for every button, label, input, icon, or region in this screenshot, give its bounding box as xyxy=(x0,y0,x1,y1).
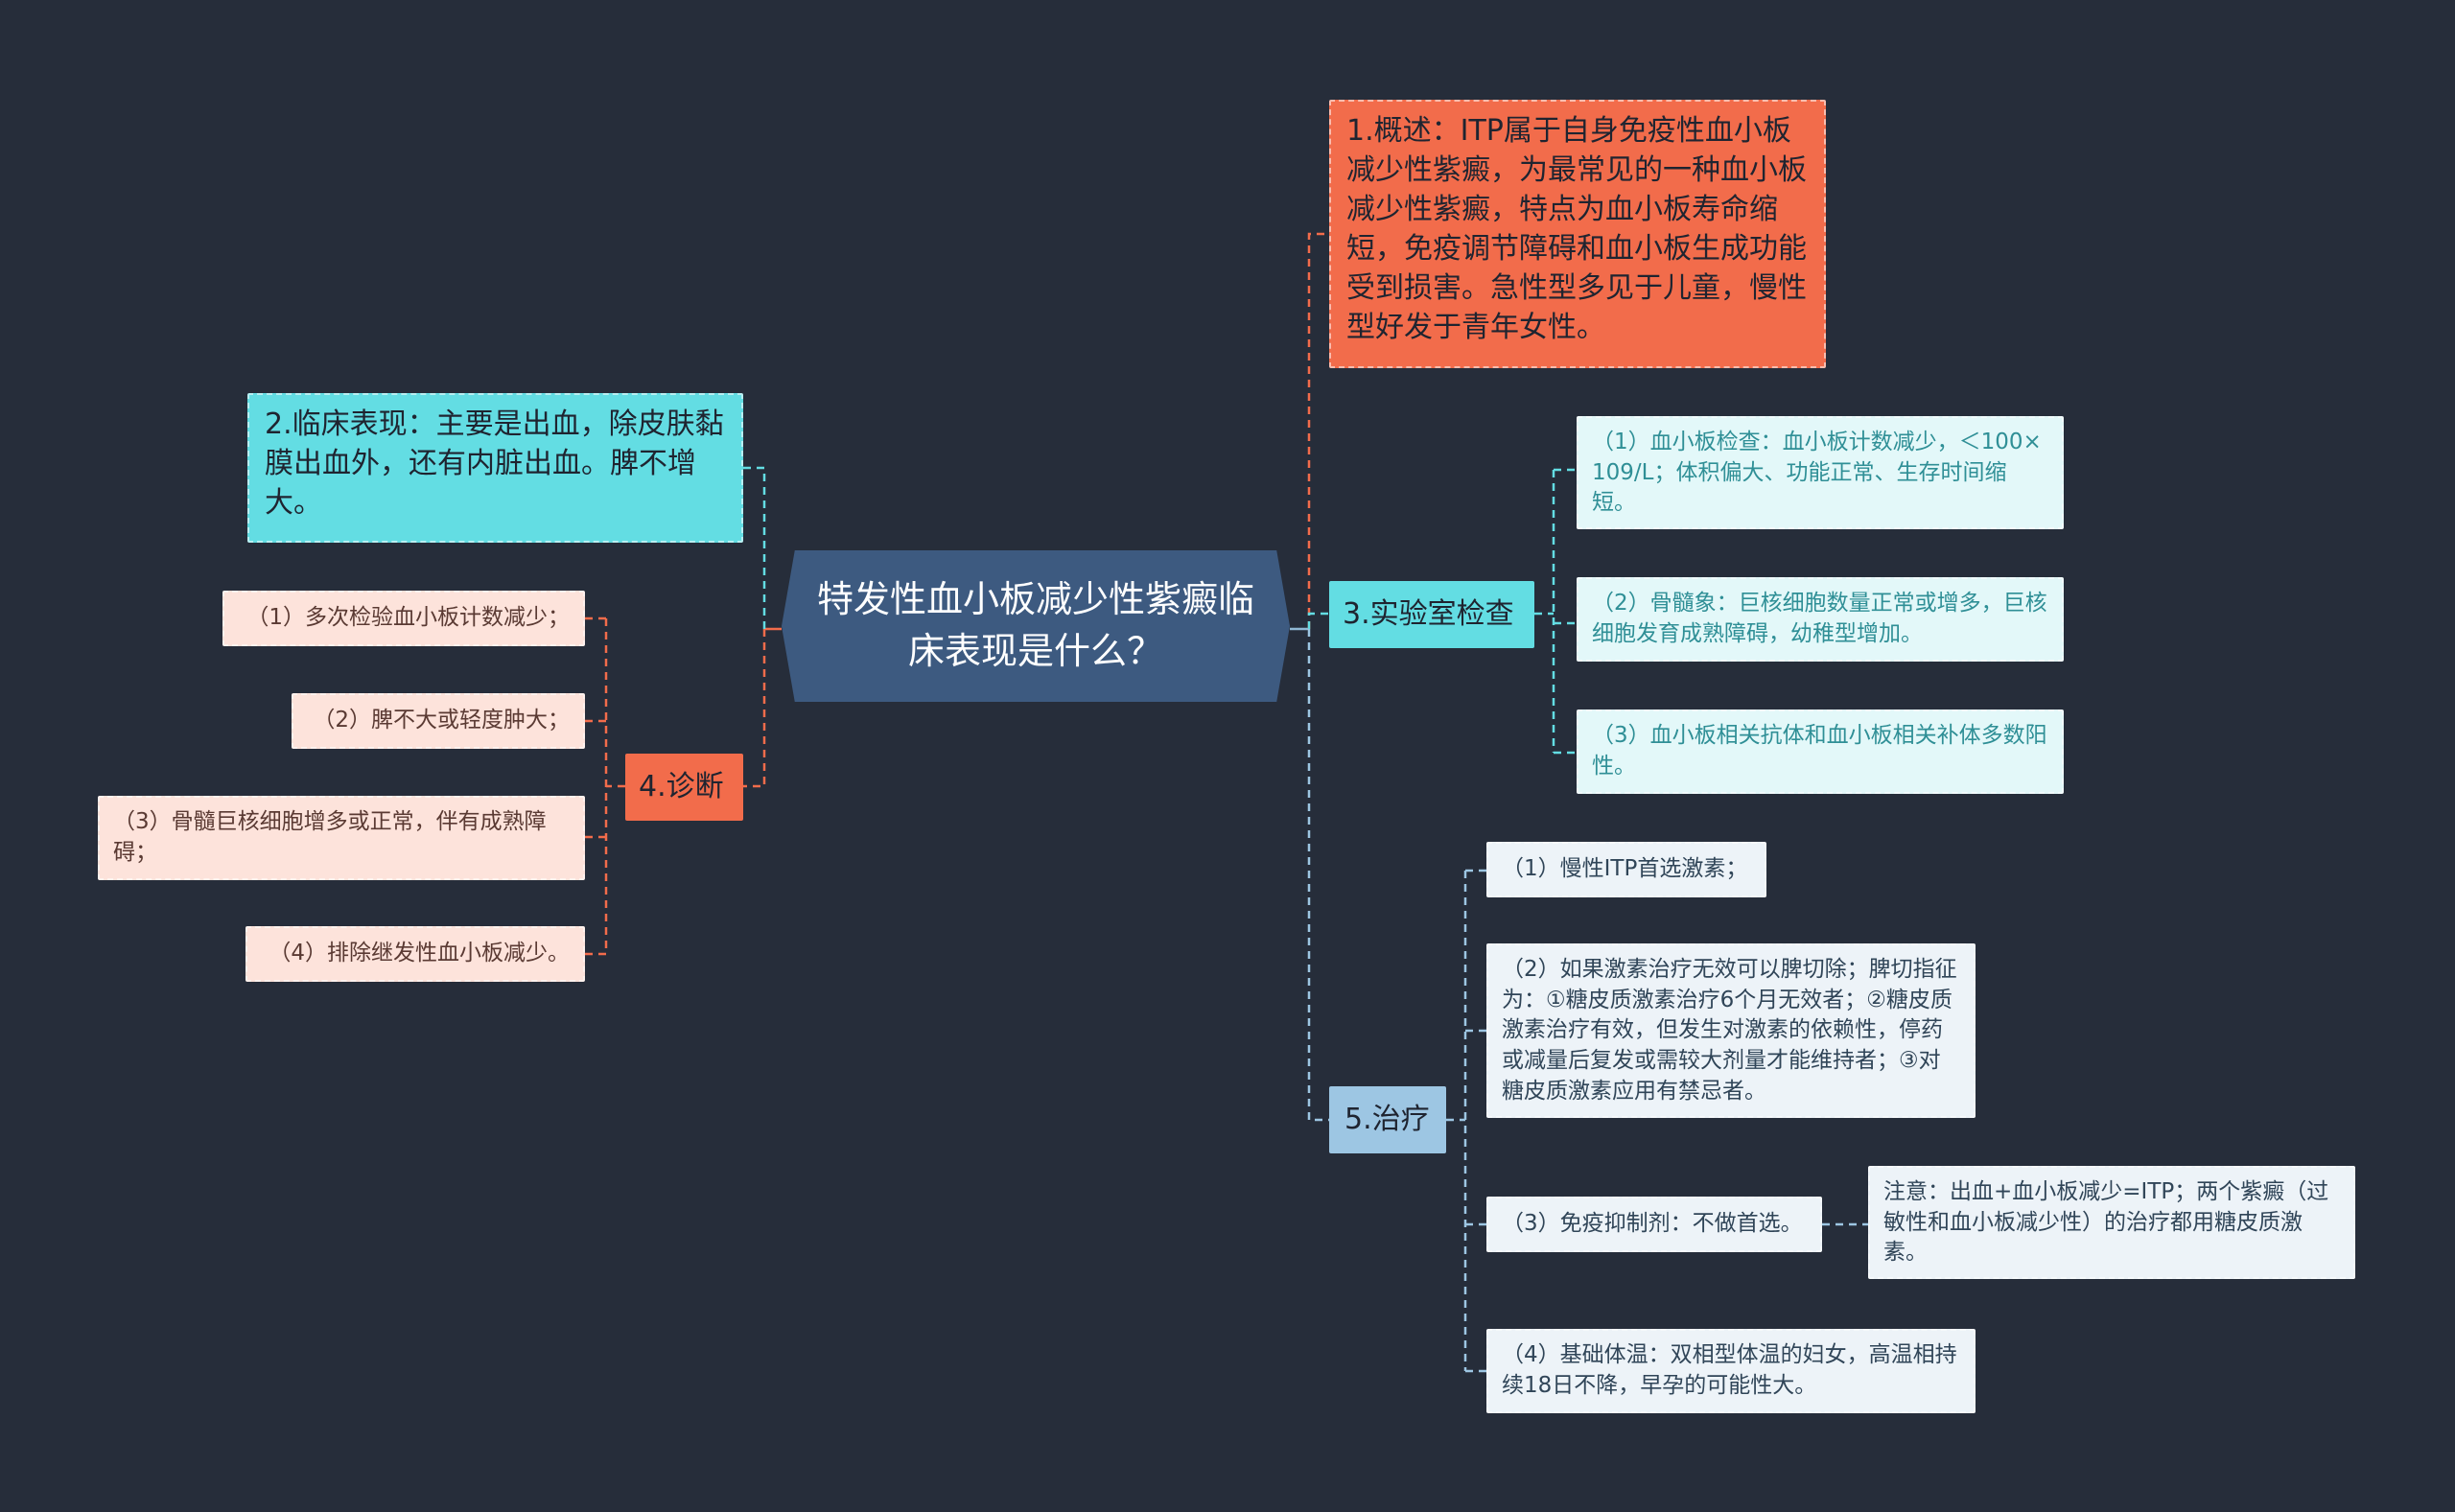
connector-lab-leaves xyxy=(1534,468,1577,755)
diagnosis-label: 4.诊断 xyxy=(639,770,724,804)
overview-node[interactable]: 1.概述：ITP属于自身免疫性血小板减少性紫癜，为最常见的一种血小板减少性紫癜，… xyxy=(1329,100,1826,368)
diagnosis-item-1[interactable]: （1）多次检验血小板计数减少； xyxy=(222,591,585,646)
connector-root-lab xyxy=(1307,612,1329,629)
diagnosis-item-1-text: （1）多次检验血小板计数减少； xyxy=(246,605,570,631)
treatment-item-2[interactable]: （2）如果激素治疗无效可以脾切除；脾切指征为：①糖皮质激素治疗6个月无效者；②糖… xyxy=(1486,943,1976,1118)
lab-item-1[interactable]: （1）血小板检查：血小板计数减少，＜100×109/L；体积偏大、功能正常、生存… xyxy=(1577,416,2064,529)
treatment-item-4-text: （4）基础体温：双相型体温的妇女，高温相持续18日不降，早孕的可能性大。 xyxy=(1502,1342,1957,1398)
lab-item-3-text: （3）血小板相关抗体和血小板相关补体多数阳性。 xyxy=(1592,723,2047,779)
lab-node[interactable]: 3.实验室检查 xyxy=(1329,581,1534,648)
lab-item-3[interactable]: （3）血小板相关抗体和血小板相关补体多数阳性。 xyxy=(1577,709,2064,794)
diagnosis-item-3[interactable]: （3）骨髓巨核细胞增多或正常，伴有成熟障碍； xyxy=(98,796,585,880)
treatment-item-3-text: （3）免疫抑制剂：不做首选。 xyxy=(1502,1211,1803,1237)
connector-diagnosis-leaves xyxy=(585,616,625,956)
treatment-item-3[interactable]: （3）免疫抑制剂：不做首选。 xyxy=(1486,1197,1822,1252)
connector-root-overview xyxy=(1307,232,1329,629)
lab-item-2[interactable]: （2）骨髓象：巨核细胞数量正常或增多，巨核细胞发育成熟障碍，幼稚型增加。 xyxy=(1577,577,2064,662)
connector-root-clinical xyxy=(743,466,766,629)
treatment-label: 5.治疗 xyxy=(1344,1103,1430,1137)
overview-text: 1.概述：ITP属于自身免疫性血小板减少性紫癜，为最常见的一种血小板减少性紫癜，… xyxy=(1346,114,1807,345)
diagnosis-item-2[interactable]: （2）脾不大或轻度肿大； xyxy=(292,693,585,749)
treatment-item-1-text: （1）慢性ITP首选激素； xyxy=(1502,856,1748,882)
treatment-item-2-text: （2）如果激素治疗无效可以脾切除；脾切指征为：①糖皮质激素治疗6个月无效者；②糖… xyxy=(1502,957,1957,1104)
treatment-node[interactable]: 5.治疗 xyxy=(1329,1086,1446,1153)
connector-treatment-leaves xyxy=(1446,869,1486,1373)
clinical-node[interactable]: 2.临床表现：主要是出血，除皮肤黏膜出血外，还有内脏出血。脾不增大。 xyxy=(247,393,743,543)
diagnosis-item-2-text: （2）脾不大或轻度肿大； xyxy=(313,708,570,733)
diagnosis-item-4[interactable]: （4）排除继发性血小板减少。 xyxy=(246,926,585,982)
root-title: 特发性血小板减少性紫癜临床表现是什么？ xyxy=(816,578,1254,672)
lab-label: 3.实验室检查 xyxy=(1343,597,1514,632)
clinical-text: 2.临床表现：主要是出血，除皮肤黏膜出血外，还有内脏出血。脾不增大。 xyxy=(265,407,724,521)
root-topic[interactable]: 特发性血小板减少性紫癜临床表现是什么？ xyxy=(782,550,1290,702)
diagnosis-item-3-text: （3）骨髓巨核细胞增多或正常，伴有成熟障碍； xyxy=(113,809,547,865)
connector-root-treatment xyxy=(1307,629,1329,1122)
diagnosis-item-4-text: （4）排除继发性血小板减少。 xyxy=(269,941,570,966)
treatment-note-text: 注意：出血+血小板减少=ITP；两个紫癜（过敏性和血小板减少性）的治疗都用糖皮质… xyxy=(1883,1179,2329,1266)
treatment-item-4[interactable]: （4）基础体温：双相型体温的妇女，高温相持续18日不降，早孕的可能性大。 xyxy=(1486,1329,1976,1413)
treatment-item-1[interactable]: （1）慢性ITP首选激素； xyxy=(1486,842,1766,897)
lab-item-2-text: （2）骨髓象：巨核细胞数量正常或增多，巨核细胞发育成熟障碍，幼稚型增加。 xyxy=(1592,591,2047,646)
lab-item-1-text: （1）血小板检查：血小板计数减少，＜100×109/L；体积偏大、功能正常、生存… xyxy=(1592,430,2042,516)
treatment-note[interactable]: 注意：出血+血小板减少=ITP；两个紫癜（过敏性和血小板减少性）的治疗都用糖皮质… xyxy=(1868,1166,2355,1279)
diagnosis-node[interactable]: 4.诊断 xyxy=(625,754,743,821)
connector-root-diagnosis xyxy=(743,629,766,788)
